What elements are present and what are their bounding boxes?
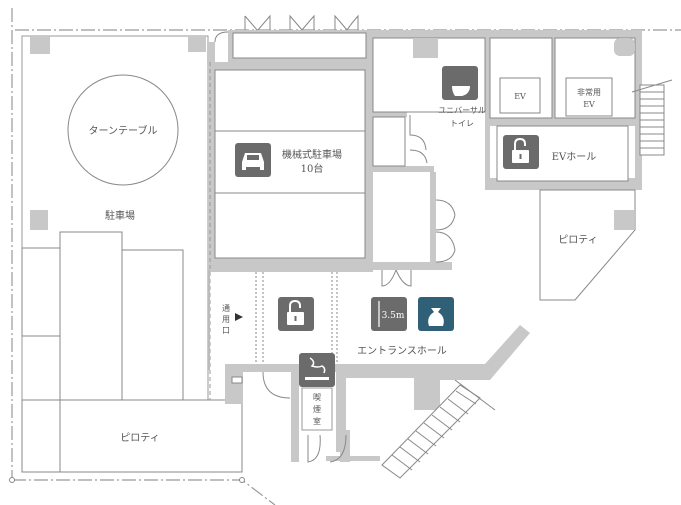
mechanical-parking-count: 10台 bbox=[301, 162, 324, 175]
lower-walls bbox=[225, 325, 530, 463]
parking-stall bbox=[121, 249, 184, 403]
parking-stall bbox=[59, 231, 123, 403]
smoking-room-label: 煙 bbox=[313, 405, 321, 414]
service-entrance-label: 通 bbox=[222, 303, 230, 313]
toilet-icon bbox=[442, 66, 478, 100]
unlocked-padlock-icon bbox=[278, 297, 314, 331]
piloti-bottom-label: ピロティ bbox=[120, 432, 159, 444]
unlocked-padlock-icon bbox=[503, 135, 539, 169]
emergency-ev-label-2: EV bbox=[583, 100, 595, 109]
ceiling-height-label: 3.5m bbox=[382, 311, 405, 321]
service-entrance-label: 口 bbox=[222, 326, 230, 335]
emergency-ev-label: 非常用 bbox=[577, 87, 601, 97]
ev-hall-label: EVホール bbox=[552, 151, 597, 163]
smoking-room-label: 喫 bbox=[313, 392, 321, 402]
smoking-icon bbox=[299, 353, 335, 387]
vase-icon bbox=[418, 297, 454, 331]
universal-toilet-label-2: トイレ bbox=[450, 119, 474, 128]
piloti-right: ピロティ bbox=[539, 189, 636, 301]
parking-label: 駐車場 bbox=[105, 209, 135, 222]
turntable-label: ターンテーブル bbox=[89, 124, 158, 137]
mechanical-parking-label: 機械式駐車場 bbox=[282, 148, 342, 161]
top-strip bbox=[207, 14, 370, 62]
universal-toilet-label: ユニバーサル bbox=[438, 106, 486, 115]
mechanical-parking: 機械式駐車場 10台 bbox=[208, 62, 373, 400]
piloti-right-label: ピロティ bbox=[558, 234, 597, 246]
piloti-bottom: ピロティ bbox=[21, 399, 243, 473]
parking-stall bbox=[21, 247, 61, 337]
left-parking-area: ターンテーブル 駐車場 bbox=[21, 35, 209, 471]
diagonal-stairs bbox=[381, 379, 496, 479]
ev-label: EV bbox=[514, 92, 526, 101]
ceiling-height-icon: 3.5m bbox=[371, 297, 407, 331]
right-stairs bbox=[631, 79, 673, 156]
car-icon bbox=[235, 143, 271, 177]
turntable bbox=[67, 74, 179, 186]
entrance-hall-label: エントランスホール bbox=[357, 345, 447, 357]
site-boundary-bottom bbox=[12, 479, 276, 505]
arrow-right-icon bbox=[235, 313, 243, 321]
service-entrance-label: 用 bbox=[222, 315, 230, 324]
entrance-hall: 通 用 口 3.5m エントランスホール bbox=[208, 270, 454, 370]
smoking-room-label: 室 bbox=[313, 416, 321, 426]
